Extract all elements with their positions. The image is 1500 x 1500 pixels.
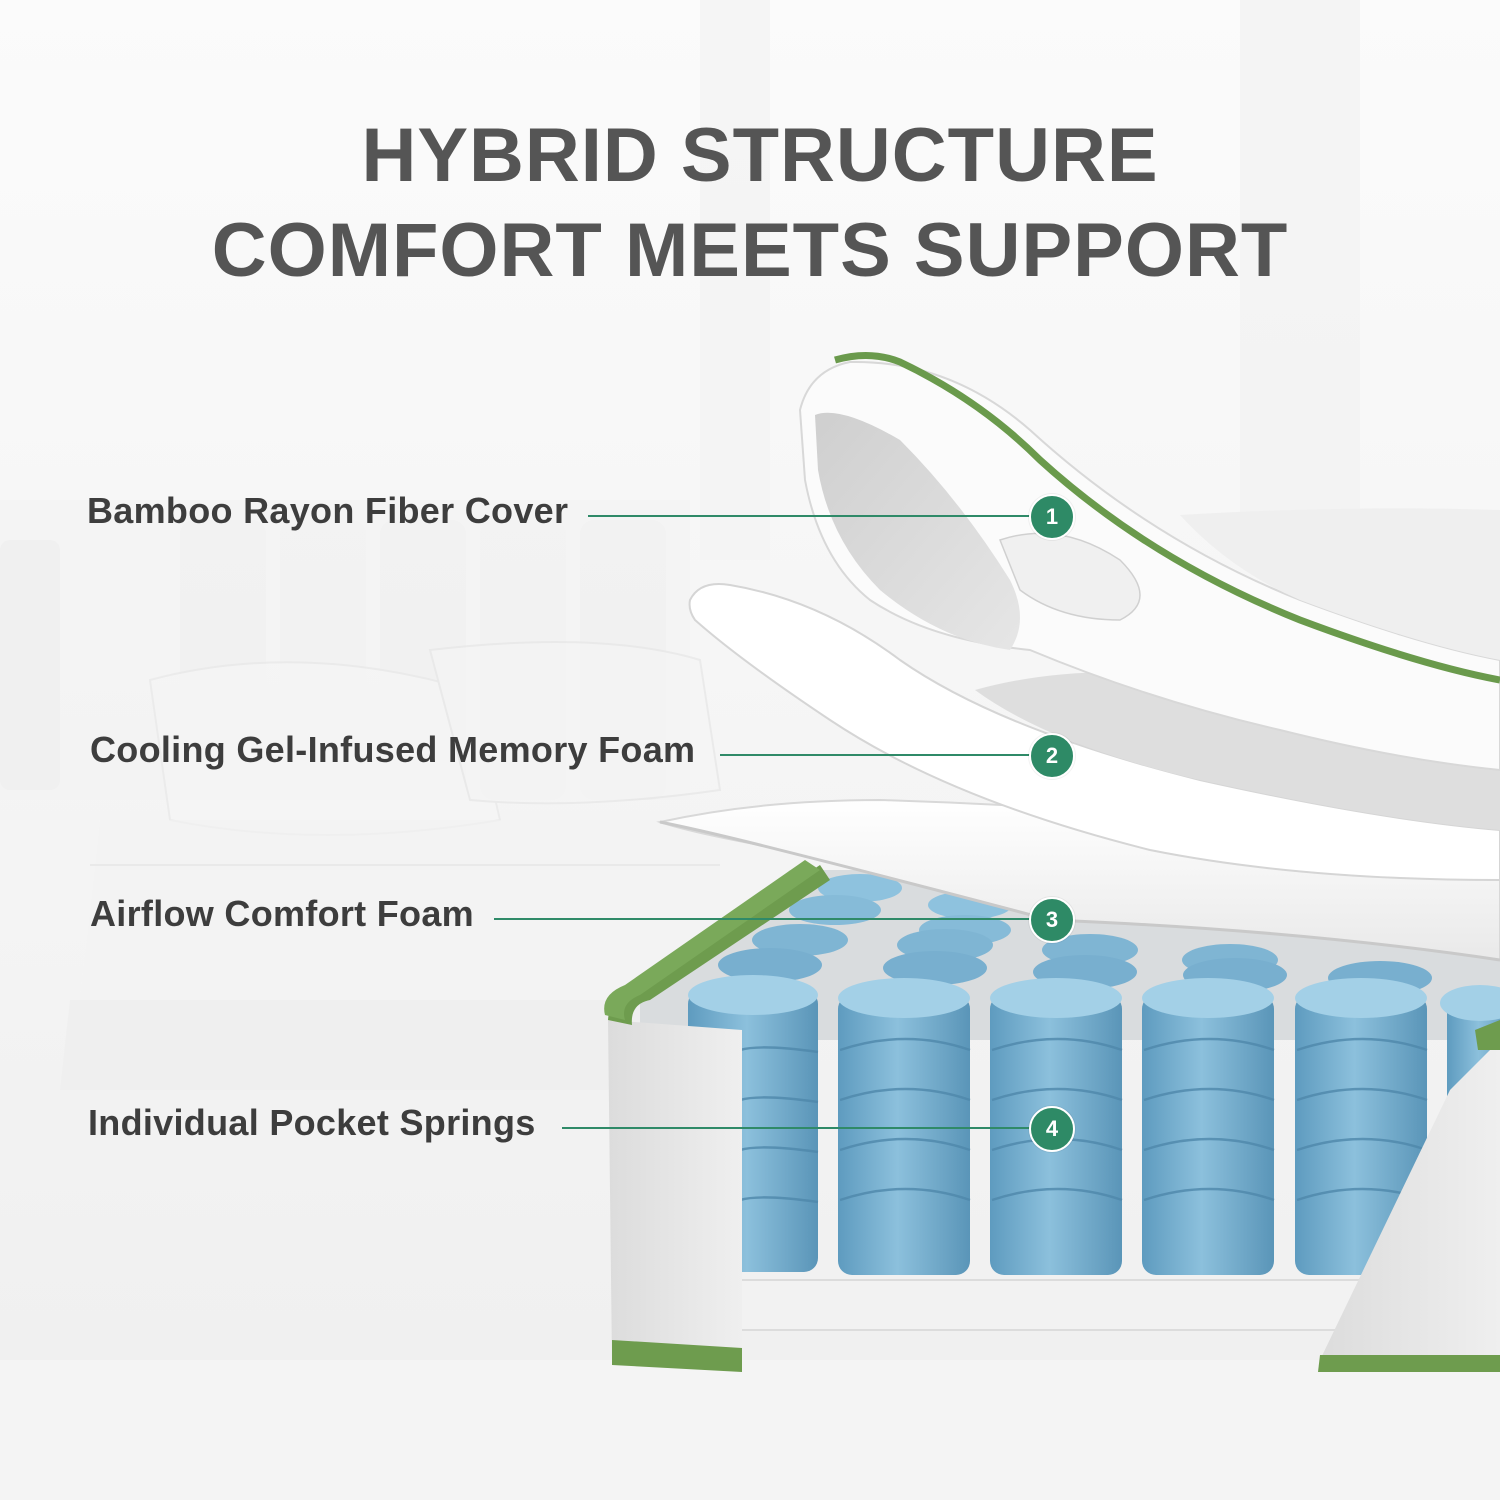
leader-line-4	[562, 1127, 1034, 1129]
layer-number-badge-1: 1	[1029, 494, 1075, 540]
headline: HYBRID STRUCTURE COMFORT MEETS SUPPORT	[0, 110, 1500, 300]
leader-line-1	[588, 515, 1034, 517]
layer-label-cover: Bamboo Rayon Fiber Cover	[87, 490, 569, 531]
layer-number-badge-4: 4	[1029, 1106, 1075, 1152]
leader-line-2	[720, 754, 1034, 756]
leader-line-3	[494, 918, 1034, 920]
headline-line-2: COMFORT MEETS SUPPORT	[211, 208, 1289, 293]
layer-label-comfort-foam: Airflow Comfort Foam	[90, 893, 474, 934]
layer-number-badge-2: 2	[1029, 733, 1075, 779]
layer-label-memory-foam: Cooling Gel-Infused Memory Foam	[90, 729, 696, 770]
headline-line-1: HYBRID STRUCTURE	[361, 113, 1159, 198]
layer-number-badge-3: 3	[1029, 897, 1075, 943]
layer-label-pocket-springs: Individual Pocket Springs	[88, 1102, 536, 1143]
